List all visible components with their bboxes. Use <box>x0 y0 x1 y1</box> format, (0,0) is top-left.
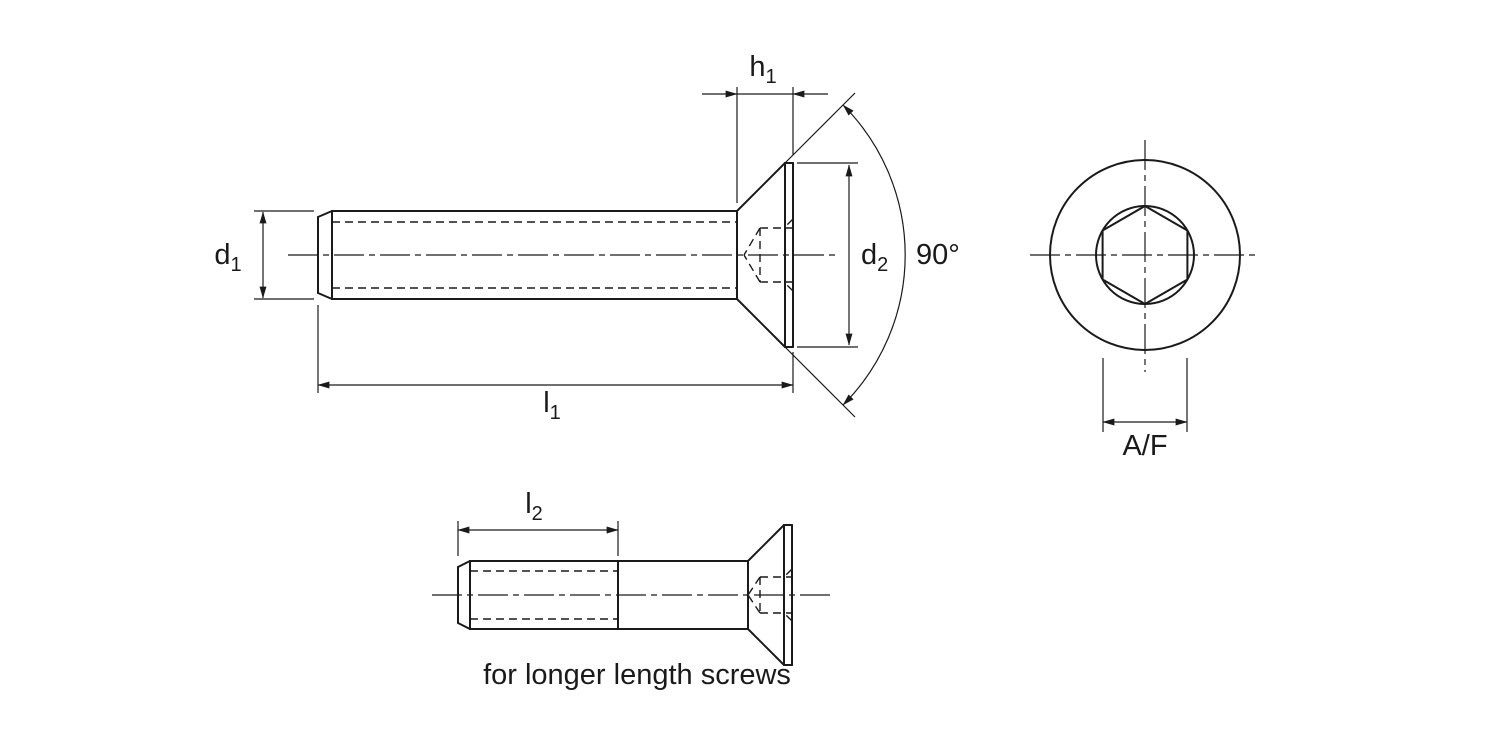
dimension-af: A/F <box>1102 358 1188 462</box>
hex-socket-outline <box>1101 205 1189 305</box>
dimension-h1: h1 <box>702 51 828 203</box>
short-screw-view: l2 for longer length screws <box>432 488 830 691</box>
short-thread-hidden-lines <box>470 570 618 620</box>
dim-label-d2: d2 <box>861 239 888 276</box>
dim-label-l1: l1 <box>543 387 561 424</box>
dim-label-h1: h1 <box>749 51 776 88</box>
end-view: A/F <box>1030 140 1260 462</box>
short-screw-shaft <box>457 560 749 630</box>
head-outer-circle <box>1049 159 1241 351</box>
main-screw-head <box>736 162 794 348</box>
across-flats-label: A/F <box>1122 430 1167 462</box>
dimension-l2: l2 <box>457 488 619 556</box>
dim-label-d1: d1 <box>214 239 241 276</box>
dimension-d1: d1 <box>214 210 314 300</box>
angle-label: 90° <box>916 239 960 271</box>
main-screw-shaft <box>317 210 738 300</box>
main-hidden-socket-lines <box>743 218 794 292</box>
short-screw-head <box>747 524 793 666</box>
main-side-view: d1 h1 d2 90° l <box>214 51 959 424</box>
dim-label-l2: l2 <box>525 488 543 525</box>
caption-text: for longer length screws <box>483 659 791 691</box>
short-hidden-socket-lines <box>747 568 793 622</box>
angle-dimension-90: 90° <box>784 92 960 418</box>
main-thread-hidden-lines <box>332 221 737 289</box>
dimension-l1: l1 <box>317 305 794 424</box>
